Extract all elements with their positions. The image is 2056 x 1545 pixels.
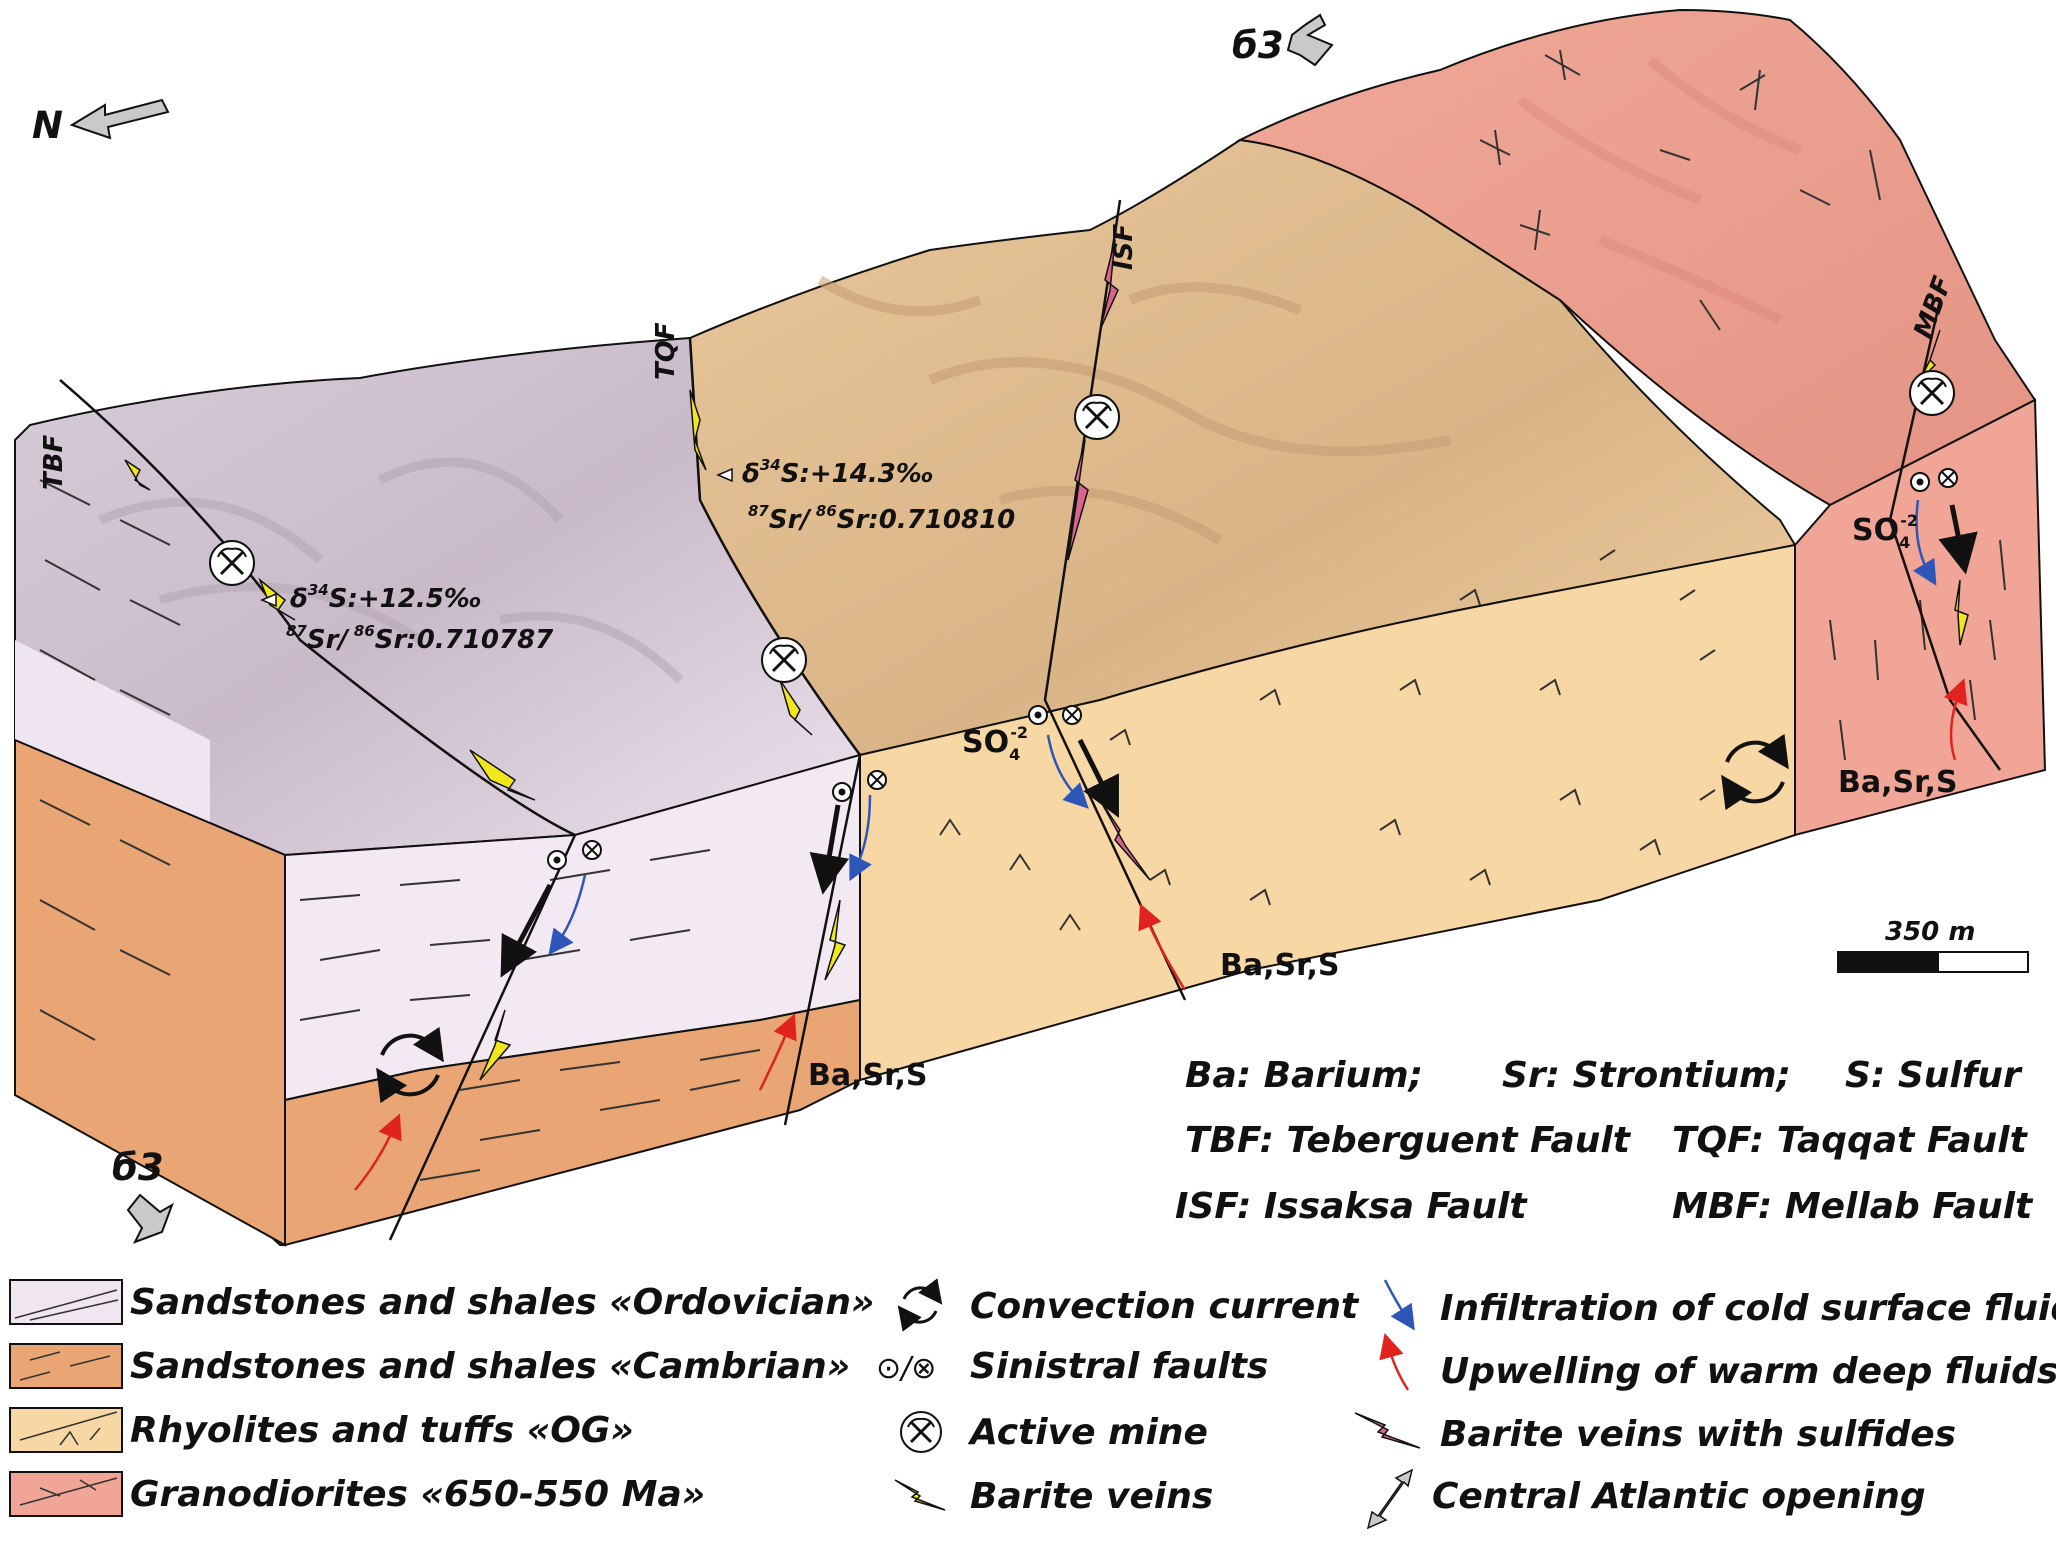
barite-sulfide-veins bbox=[1067, 239, 1151, 881]
sigma3-arrow-icon bbox=[126, 1193, 174, 1244]
legend-label-cambrian: Sandstones and shales «Cambrian» bbox=[130, 1346, 850, 1387]
block-front-face bbox=[14, 398, 2047, 1247]
mine-icon bbox=[1909, 370, 1955, 416]
scale-bar-label: 350 m bbox=[1885, 917, 1975, 947]
legend-item-convection bbox=[897, 1278, 943, 1332]
legend-item-cambrian: Sandstones and shales «Cambrian» bbox=[9, 1343, 850, 1389]
sigma3-arrow-icon bbox=[1286, 13, 1334, 67]
abbr-mbf: MBF: Mellab Fault bbox=[1672, 1186, 2034, 1227]
legend-warm-fluid-icon bbox=[1379, 1332, 1410, 1391]
legend-atlantic-opening-icon bbox=[1366, 1468, 1414, 1530]
fault-line-isf bbox=[1043, 199, 1187, 1001]
legend-mine-icon bbox=[900, 1411, 942, 1453]
abbreviation-list: Ba: Barium; Sr: Strontium; S: Sulfur TBF… bbox=[1175, 1055, 2034, 1227]
abbr-tqf: TQF: Taqqat Fault bbox=[1672, 1120, 2029, 1161]
legend-label-mine: Active mine bbox=[967, 1412, 1208, 1453]
sulfate-label: SO4-2 bbox=[1852, 511, 1918, 552]
sulfate-label: SO4-2 bbox=[962, 723, 1028, 764]
legend: Sandstones and shales «Ordovician» Sands… bbox=[9, 1278, 2056, 1530]
fault-line-mbf bbox=[1888, 299, 2002, 771]
tbf-strontium-isotope: 87Sr/86Sr:0.710787 bbox=[286, 622, 554, 655]
legend-barite-sulfide-icon bbox=[1354, 1412, 1421, 1449]
legend-cold-fluid-icon bbox=[1383, 1279, 1415, 1331]
fault-movement-arrows bbox=[500, 504, 1978, 978]
fault-label-isf: ISF bbox=[1109, 224, 1139, 270]
north-label: N bbox=[32, 104, 63, 147]
fault-line-tbf bbox=[59, 379, 577, 1241]
mine-icon bbox=[761, 637, 807, 683]
sigma3-bottom-label: б3 bbox=[112, 1146, 164, 1189]
tbf-sulfur-isotope: δ34S:+12.5‰ bbox=[290, 581, 482, 614]
tqf-sulfur-isotope: δ34S:+14.3‰ bbox=[742, 456, 934, 489]
legend-label-convection: Convection current bbox=[970, 1286, 1360, 1327]
elements-label: Ba,Sr,S bbox=[808, 1058, 928, 1093]
sinistral-fault-symbols bbox=[547, 468, 1958, 870]
sigma3-top-label: б3 bbox=[1232, 24, 1284, 67]
mine-icon bbox=[209, 540, 255, 586]
tqf-strontium-isotope: 87Sr/86Sr:0.710810 bbox=[748, 502, 1015, 535]
sigma3-bottom-arrow: б3 bbox=[112, 1146, 174, 1244]
sigma3-top-arrow: б3 bbox=[1232, 13, 1334, 67]
granodiorite-front-face bbox=[1794, 398, 2047, 837]
legend-label-infiltration: Infiltration of cold surface fluids bbox=[1440, 1288, 2056, 1329]
elements-label: Ba,Sr,S bbox=[1838, 765, 1958, 800]
fault-label-tbf: TBF bbox=[39, 434, 69, 490]
legend-label-og: Rhyolites and tuffs «OG» bbox=[130, 1410, 634, 1451]
block-top-surface bbox=[14, 8, 2037, 857]
legend-item-ordovician: Sandstones and shales «Ordovician» bbox=[9, 1279, 874, 1325]
fault-line-tqf bbox=[688, 337, 862, 1126]
abbr-tbf: TBF: Teberguent Fault bbox=[1185, 1120, 1632, 1161]
granodiorite-top-surface bbox=[1236, 8, 2037, 507]
legend-label-sinistral: Sinistral faults bbox=[970, 1346, 1268, 1387]
fault-label-tqf: TQF bbox=[651, 322, 681, 380]
abbr-isf: ISF: Issaksa Fault bbox=[1175, 1186, 1528, 1227]
legend-label-granodiorites: Granodiorites «650-550 Ma» bbox=[130, 1474, 705, 1515]
scale-bar: 350 m bbox=[1837, 917, 2029, 973]
warm-fluid-arrows bbox=[354, 678, 1968, 1191]
legend-item-og: Rhyolites and tuffs «OG» bbox=[9, 1407, 634, 1453]
abbr-sr: Sr: Strontium; bbox=[1502, 1055, 1791, 1096]
tbf-isotope-data: δ34S:+12.5‰ 87Sr/86Sr:0.710787 bbox=[260, 581, 554, 655]
legend-barite-vein-icon bbox=[894, 1479, 946, 1511]
mine-icon bbox=[1074, 394, 1120, 440]
legend-label-barite-sulfides: Barite veins with sulfides bbox=[1440, 1414, 1956, 1455]
legend-item-granodiorites: Granodiorites «650-550 Ma» bbox=[9, 1471, 705, 1517]
north-arrow: N bbox=[32, 98, 170, 147]
elements-label: Ba,Sr,S bbox=[1220, 948, 1340, 983]
legend-sinistral-symbol: ⊙/⊗ bbox=[876, 1351, 936, 1386]
tqf-isotope-data: δ34S:+14.3‰ 87Sr/86Sr:0.710810 bbox=[716, 456, 1015, 535]
abbr-s: S: Sulfur bbox=[1845, 1055, 2023, 1096]
legend-label-barite: Barite veins bbox=[970, 1476, 1213, 1517]
legend-label-atlantic: Central Atlantic opening bbox=[1432, 1476, 1926, 1517]
cold-fluid-arrows bbox=[548, 499, 1937, 955]
mine-symbols bbox=[209, 370, 1955, 683]
legend-label-upwelling: Upwelling of warm deep fluids bbox=[1440, 1351, 2056, 1392]
fault-lines bbox=[59, 199, 2002, 1241]
legend-label-ordovician: Sandstones and shales «Ordovician» bbox=[130, 1282, 874, 1323]
north-arrow-icon bbox=[69, 98, 170, 140]
abbr-ba: Ba: Barium; bbox=[1185, 1055, 1423, 1096]
convection-symbols bbox=[376, 733, 1789, 1104]
